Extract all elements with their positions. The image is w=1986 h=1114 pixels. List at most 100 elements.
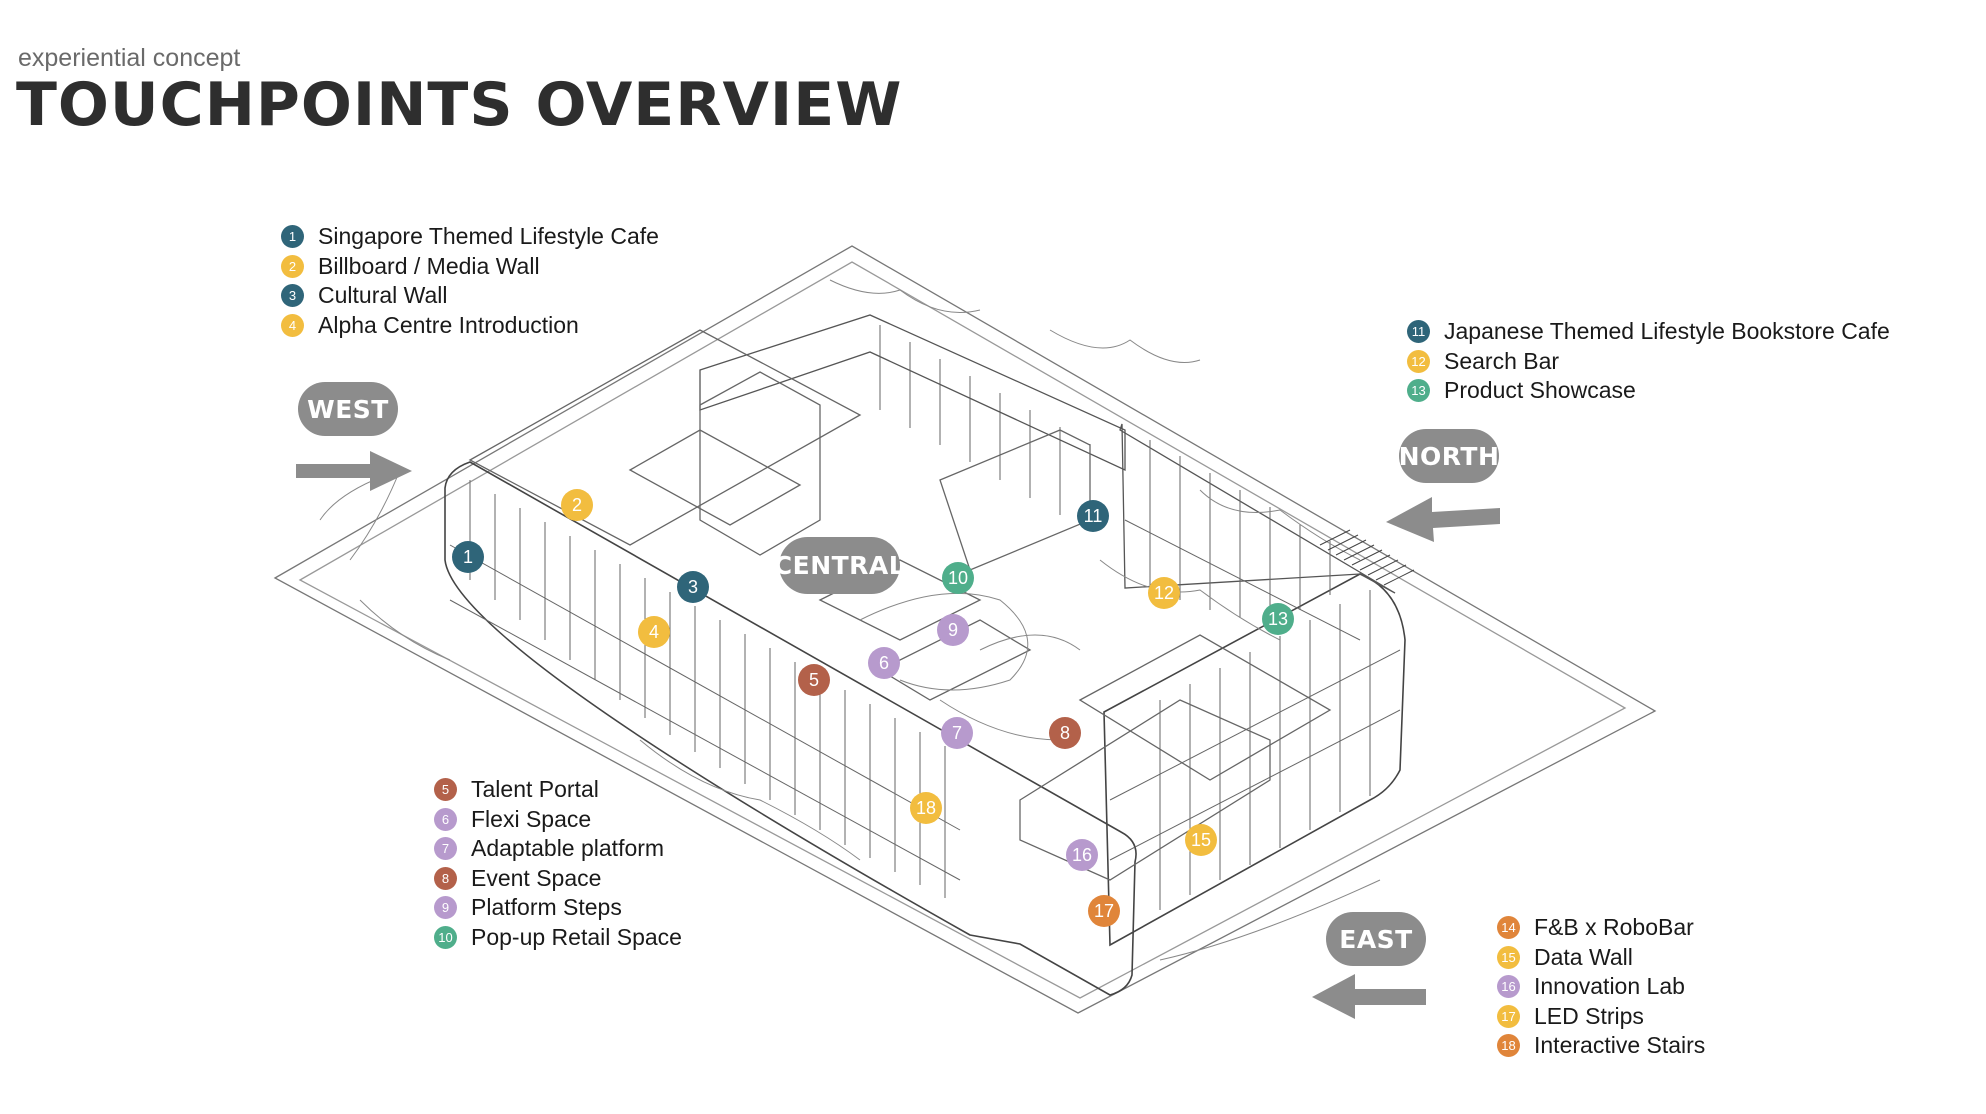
legend-label: Alpha Centre Introduction bbox=[318, 311, 579, 338]
site-outline bbox=[273, 245, 1657, 1014]
map-marker-8: 8 bbox=[1049, 717, 1081, 749]
map-marker-number: 6 bbox=[879, 653, 889, 673]
legend-number-badge: 15 bbox=[1497, 945, 1520, 969]
map-marker-number: 8 bbox=[1060, 723, 1070, 743]
map-marker-circle bbox=[910, 792, 942, 824]
map-marker-number: 9 bbox=[948, 620, 958, 640]
legend-item: 8 Event Space bbox=[434, 864, 682, 894]
legend-label: LED Strips bbox=[1534, 1002, 1644, 1029]
map-marker-number: 10 bbox=[948, 568, 968, 588]
legend-label: Product Showcase bbox=[1444, 377, 1636, 404]
interior-blocks bbox=[468, 329, 1332, 881]
building-facade-outline bbox=[444, 461, 1137, 996]
legend-number-badge: 3 bbox=[281, 284, 304, 308]
facade-north bbox=[1119, 423, 1396, 594]
legend-label: Japanese Themed Lifestyle Bookstore Cafe bbox=[1444, 318, 1890, 345]
legend-item: 16 Innovation Lab bbox=[1497, 972, 1705, 1002]
map-marker-number: 2 bbox=[572, 495, 582, 515]
map-marker-circle bbox=[677, 571, 709, 603]
legend-item: 13 Product Showcase bbox=[1407, 376, 1890, 406]
legend-number-badge: 17 bbox=[1497, 1004, 1520, 1028]
direction-label-east: EAST bbox=[1326, 912, 1426, 966]
map-marker-circle bbox=[1077, 500, 1109, 532]
site-inner-outline bbox=[298, 261, 1627, 999]
arrow-west-icon bbox=[296, 451, 412, 491]
legend-number-badge: 4 bbox=[281, 313, 304, 337]
direction-arrows bbox=[296, 451, 1500, 1019]
direction-label-central: CENTRAL bbox=[774, 537, 905, 594]
page-title: TOUCHPOINTS OVERVIEW bbox=[16, 70, 903, 140]
map-marker-number: 3 bbox=[688, 577, 698, 597]
map-marker-6: 6 bbox=[868, 647, 900, 679]
legend-number-badge: 7 bbox=[434, 837, 457, 861]
map-marker-12: 12 bbox=[1148, 577, 1180, 609]
map-marker-13: 13 bbox=[1262, 603, 1294, 635]
map-marker-11: 11 bbox=[1077, 500, 1109, 532]
legend-number-badge: 8 bbox=[434, 866, 457, 890]
map-marker-9: 9 bbox=[937, 614, 969, 646]
legend-label: Innovation Lab bbox=[1534, 973, 1685, 1000]
map-marker-number: 15 bbox=[1191, 830, 1211, 850]
map-marker-1: 1 bbox=[452, 541, 484, 573]
legend-label: Talent Portal bbox=[471, 776, 599, 803]
legend-label: Event Space bbox=[471, 864, 602, 891]
legend-number-badge: 5 bbox=[434, 778, 457, 802]
map-marker-circle bbox=[1185, 824, 1217, 856]
stair-hatch bbox=[1319, 529, 1415, 586]
legend-label: Billboard / Media Wall bbox=[318, 252, 540, 279]
map-marker-circle bbox=[941, 717, 973, 749]
map-marker-7: 7 bbox=[941, 717, 973, 749]
direction-label-west: WEST bbox=[298, 382, 398, 436]
map-marker-circle bbox=[1049, 717, 1081, 749]
legend-label: Interactive Stairs bbox=[1534, 1032, 1706, 1059]
map-marker-circle bbox=[561, 489, 593, 521]
legend-item: 4 Alpha Centre Introduction bbox=[281, 311, 659, 341]
legend-label: F&B x RoboBar bbox=[1534, 914, 1694, 941]
map-marker-2: 2 bbox=[561, 489, 593, 521]
map-marker-number: 17 bbox=[1094, 901, 1114, 921]
map-marker-circle bbox=[868, 647, 900, 679]
map-marker-circle bbox=[638, 616, 670, 648]
map-marker-number: 16 bbox=[1072, 845, 1092, 865]
map-marker-circle bbox=[1148, 577, 1180, 609]
legend-item: 5 Talent Portal bbox=[434, 775, 682, 805]
map-marker-circle bbox=[1088, 895, 1120, 927]
map-marker-number: 5 bbox=[809, 670, 819, 690]
legend-number-badge: 14 bbox=[1497, 916, 1520, 940]
map-marker-18: 18 bbox=[910, 792, 942, 824]
legend-number-badge: 13 bbox=[1407, 379, 1430, 403]
map-marker-10: 10 bbox=[942, 562, 974, 594]
legend-number-badge: 2 bbox=[281, 254, 304, 278]
map-marker-4: 4 bbox=[638, 616, 670, 648]
legend-number-badge: 9 bbox=[434, 896, 457, 920]
map-marker-circle bbox=[798, 664, 830, 696]
legend-number-badge: 18 bbox=[1497, 1034, 1520, 1058]
map-marker-17: 17 bbox=[1088, 895, 1120, 927]
legend-label: Platform Steps bbox=[471, 894, 622, 921]
facade-mullions bbox=[449, 325, 1401, 910]
legend-item: 17 LED Strips bbox=[1497, 1002, 1705, 1032]
map-marker-circle bbox=[1262, 603, 1294, 635]
legend-number-badge: 10 bbox=[434, 925, 457, 949]
map-marker-3: 3 bbox=[677, 571, 709, 603]
map-marker-circle bbox=[1066, 839, 1098, 871]
map-marker-5: 5 bbox=[798, 664, 830, 696]
legend-label: Cultural Wall bbox=[318, 282, 448, 309]
legend-item: 14 F&B x RoboBar bbox=[1497, 913, 1705, 943]
map-marker-number: 1 bbox=[463, 547, 473, 567]
map-marker-number: 4 bbox=[649, 622, 659, 642]
legend-label: Adaptable platform bbox=[471, 835, 665, 862]
legend-number-badge: 16 bbox=[1497, 975, 1520, 999]
north-wall bbox=[699, 314, 1126, 472]
map-marker-15: 15 bbox=[1185, 824, 1217, 856]
